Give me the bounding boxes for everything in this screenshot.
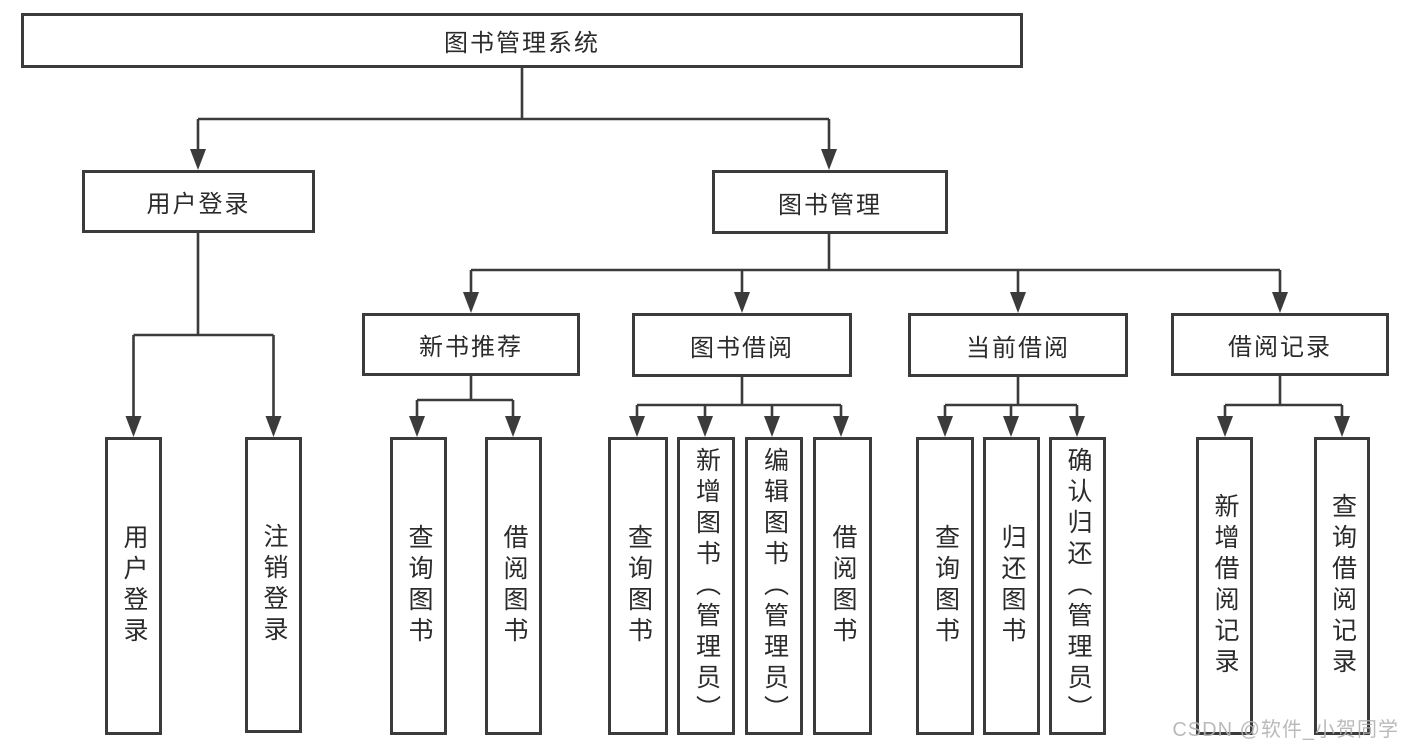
node-user-login: 用户登录 bbox=[82, 170, 315, 233]
node-label: 用户登录 bbox=[120, 524, 148, 648]
node-label: 注销登录 bbox=[260, 523, 288, 647]
node-label: 图书借阅 bbox=[690, 334, 794, 362]
leaf-add-borrow-record: 新增借阅记录 bbox=[1196, 437, 1253, 735]
leaf-edit-book-admin: 编辑图书（管理员） bbox=[745, 437, 803, 735]
node-borrowing-records: 借阅记录 bbox=[1171, 313, 1389, 376]
node-book-borrowing: 图书借阅 bbox=[632, 313, 852, 377]
leaf-query-books-borrowing: 查询图书 bbox=[608, 437, 668, 735]
node-label: 新增图书（管理员） bbox=[692, 446, 721, 726]
csdn-watermark: CSDN @软件_小贺同学 bbox=[1172, 719, 1399, 741]
node-label: 用户登录 bbox=[146, 191, 251, 218]
node-label: 查询图书 bbox=[624, 524, 653, 648]
node-new-book-recommend: 新书推荐 bbox=[362, 313, 580, 376]
leaf-query-borrow-record: 查询借阅记录 bbox=[1314, 437, 1370, 735]
leaf-return-books: 归还图书 bbox=[983, 437, 1040, 735]
node-label: 确认归还（管理员） bbox=[1064, 446, 1092, 726]
node-current-borrowing: 当前借阅 bbox=[908, 313, 1128, 377]
node-book-management: 图书管理 bbox=[712, 170, 948, 234]
node-label: 借阅图书 bbox=[829, 524, 857, 648]
node-label: 当前借阅 bbox=[966, 334, 1070, 362]
node-label: 查询借阅记录 bbox=[1328, 493, 1357, 679]
leaf-logout: 注销登录 bbox=[245, 437, 302, 733]
node-label: 新增借阅记录 bbox=[1211, 493, 1239, 679]
leaf-add-book-admin: 新增图书（管理员） bbox=[677, 437, 735, 735]
node-label: 借阅图书 bbox=[500, 524, 528, 648]
leaf-query-books-recommend: 查询图书 bbox=[390, 437, 447, 735]
node-label: 新书推荐 bbox=[419, 334, 523, 361]
node-library-management-system: 图书管理系统 bbox=[21, 13, 1023, 68]
node-label: 查询图书 bbox=[931, 524, 960, 648]
leaf-confirm-return-admin: 确认归还（管理员） bbox=[1049, 437, 1106, 735]
node-label: 图书管理 bbox=[778, 191, 882, 219]
node-label: 归还图书 bbox=[998, 524, 1026, 648]
leaf-user-login: 用户登录 bbox=[105, 437, 162, 735]
node-label: 图书管理系统 bbox=[444, 30, 600, 57]
leaf-borrow-books-recommend: 借阅图书 bbox=[485, 437, 542, 735]
leaf-query-books-current: 查询图书 bbox=[916, 437, 974, 735]
node-label: 编辑图书（管理员） bbox=[760, 446, 789, 726]
node-label: 借阅记录 bbox=[1228, 334, 1332, 361]
leaf-borrow-books-borrowing: 借阅图书 bbox=[813, 437, 872, 735]
node-label: 查询图书 bbox=[405, 524, 433, 648]
